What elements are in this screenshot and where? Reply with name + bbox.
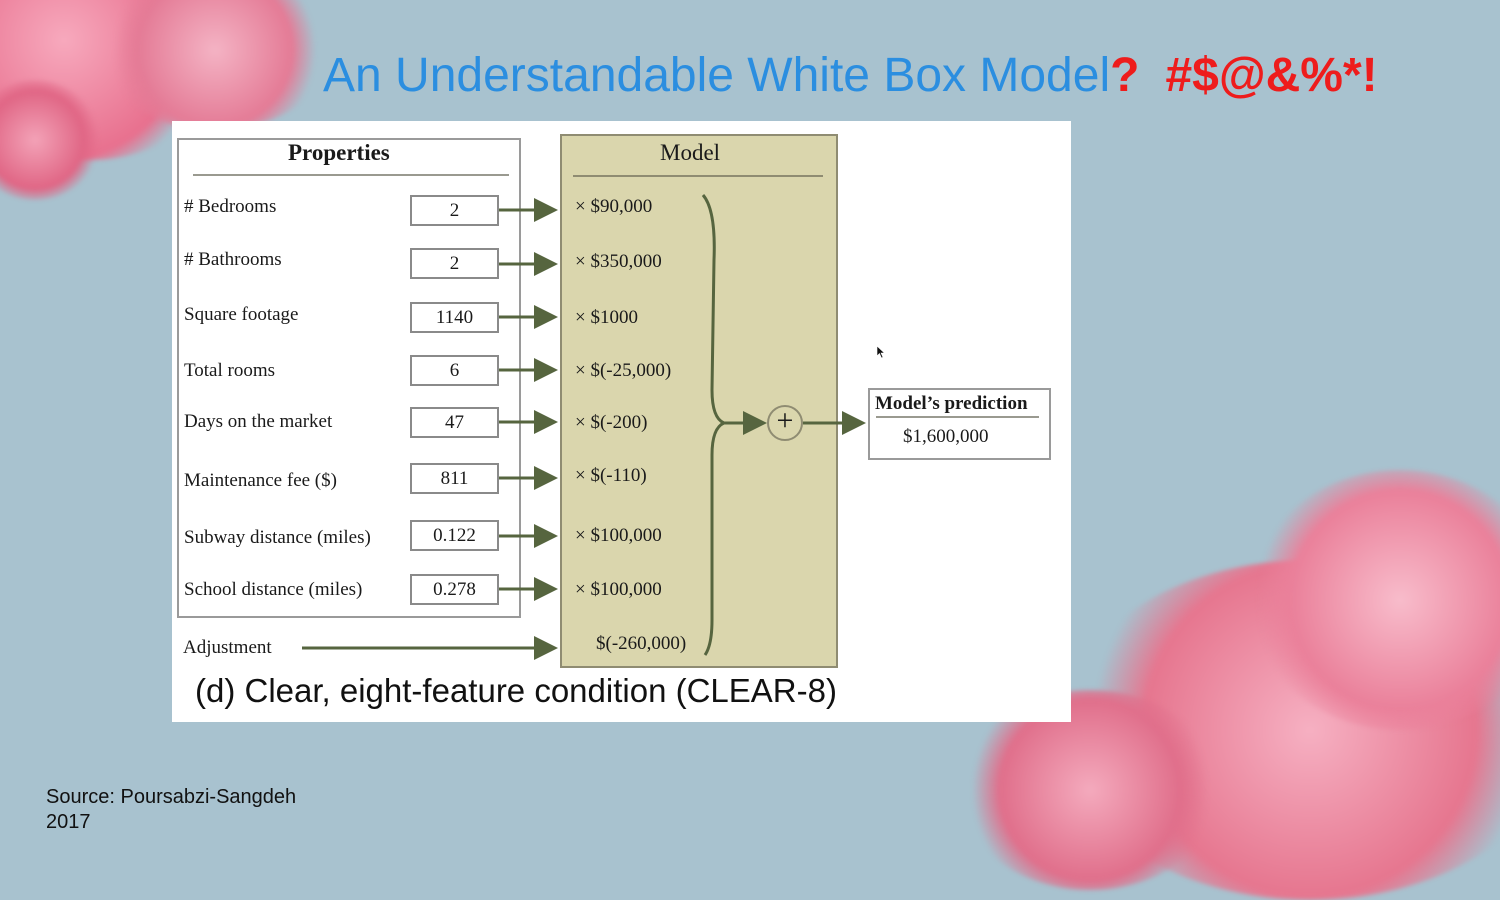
feature-coef: × $(-110) bbox=[575, 465, 647, 486]
feature-label: Maintenance fee ($) bbox=[184, 470, 337, 491]
feature-value: 2 bbox=[410, 248, 499, 279]
feature-coef: × $100,000 bbox=[575, 525, 662, 546]
feature-label: # Bedrooms bbox=[184, 196, 277, 217]
model-heading: Model bbox=[660, 140, 721, 165]
feature-coef: × $(-200) bbox=[575, 412, 648, 433]
feature-value: 0.122 bbox=[410, 520, 499, 551]
feature-value: 2 bbox=[410, 195, 499, 226]
adjustment-label: Adjustment bbox=[183, 637, 272, 658]
prediction-box bbox=[868, 388, 1051, 460]
model-box bbox=[560, 134, 838, 668]
prediction-value: $1,600,000 bbox=[903, 426, 989, 447]
feature-coef: × $100,000 bbox=[575, 579, 662, 600]
mouse-cursor-icon bbox=[876, 345, 886, 359]
feature-value: 6 bbox=[410, 355, 499, 386]
diagram-connectors bbox=[302, 194, 866, 660]
title-expletive: #$@&%*! bbox=[1165, 49, 1378, 102]
prediction-heading: Model’s prediction bbox=[875, 393, 1028, 414]
feature-coef: × $350,000 bbox=[575, 251, 662, 272]
title-question: ? bbox=[1110, 49, 1140, 102]
feature-value: 47 bbox=[410, 407, 499, 438]
feature-label: Total rooms bbox=[184, 360, 276, 381]
sum-circle bbox=[767, 405, 803, 441]
source-citation: Source: Poursabzi-Sangdeh 2017 bbox=[46, 785, 296, 835]
slide-title: An Understandable White Box Model? #$@&%*… bbox=[323, 48, 1378, 103]
feature-label: # Bathrooms bbox=[184, 249, 282, 270]
feature-coef: × $90,000 bbox=[575, 196, 653, 217]
feature-coef: × $1000 bbox=[575, 307, 638, 328]
adjustment-value: $(-260,000) bbox=[596, 633, 687, 654]
properties-box bbox=[177, 138, 521, 618]
feature-value: 811 bbox=[410, 463, 499, 494]
source-year: 2017 bbox=[46, 811, 91, 833]
plus-icon: + bbox=[776, 404, 794, 437]
feature-label: Subway distance (miles) bbox=[184, 527, 371, 548]
feature-label: School distance (miles) bbox=[184, 579, 363, 600]
diagram-caption: (d) Clear, eight-feature condition (CLEA… bbox=[195, 672, 837, 709]
properties-heading: Properties bbox=[288, 140, 390, 165]
feature-label: Days on the market bbox=[184, 411, 333, 432]
feature-label: Square footage bbox=[184, 304, 299, 325]
feature-value: 0.278 bbox=[410, 574, 499, 605]
source-line: Source: Poursabzi-Sangdeh bbox=[46, 786, 297, 808]
feature-value: 1140 bbox=[410, 302, 499, 333]
title-text: An Understandable White Box Model bbox=[323, 49, 1111, 102]
feature-coef: × $(-25,000) bbox=[575, 360, 672, 381]
sum-brace bbox=[701, 194, 728, 656]
